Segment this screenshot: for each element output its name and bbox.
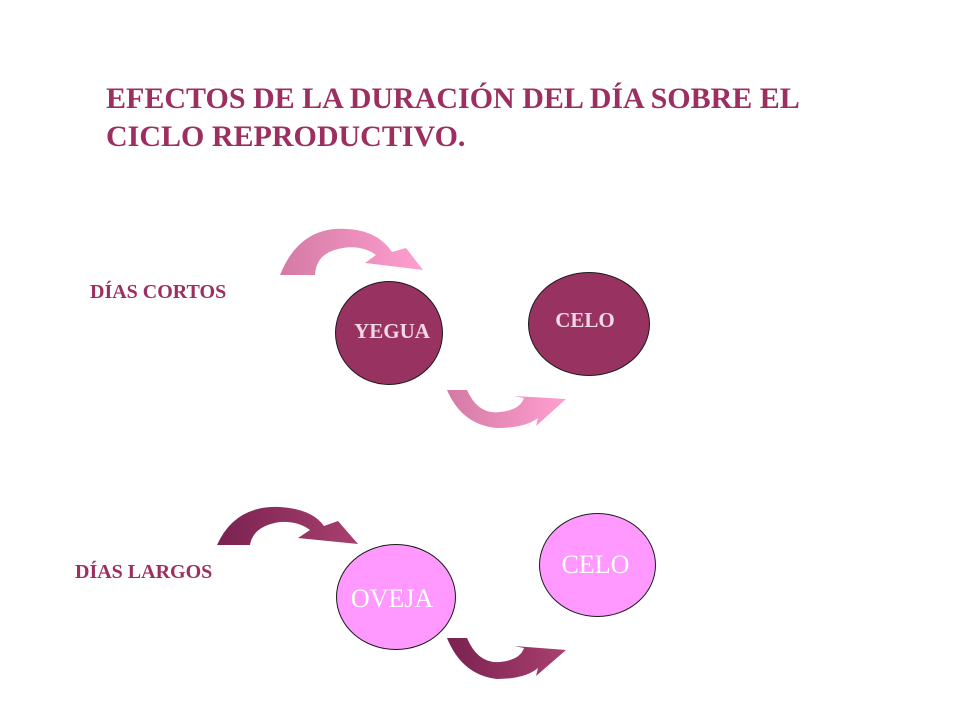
node-oveja: OVEJA bbox=[336, 544, 456, 650]
node-celo-long-label: CELO bbox=[561, 550, 630, 579]
arrow-short-upper-icon bbox=[280, 228, 423, 275]
label-long-days: DÍAS LARGOS bbox=[75, 561, 213, 583]
node-yegua-label: YEGUA bbox=[354, 318, 430, 343]
arrow-long-upper-icon bbox=[217, 506, 358, 545]
node-yegua: YEGUA bbox=[335, 281, 443, 385]
node-celo-short: CELO bbox=[528, 272, 650, 376]
arrow-long-lower-icon bbox=[447, 638, 566, 679]
page-title: EFECTOS DE LA DURACIÓN DEL DÍA SOBRE EL … bbox=[106, 82, 799, 153]
node-oveja-label: OVEJA bbox=[350, 584, 434, 613]
label-short-days: DÍAS CORTOS bbox=[90, 281, 227, 303]
arrow-short-lower-icon bbox=[447, 390, 566, 428]
node-celo-short-label: CELO bbox=[555, 307, 615, 332]
node-celo-long: CELO bbox=[539, 513, 656, 617]
